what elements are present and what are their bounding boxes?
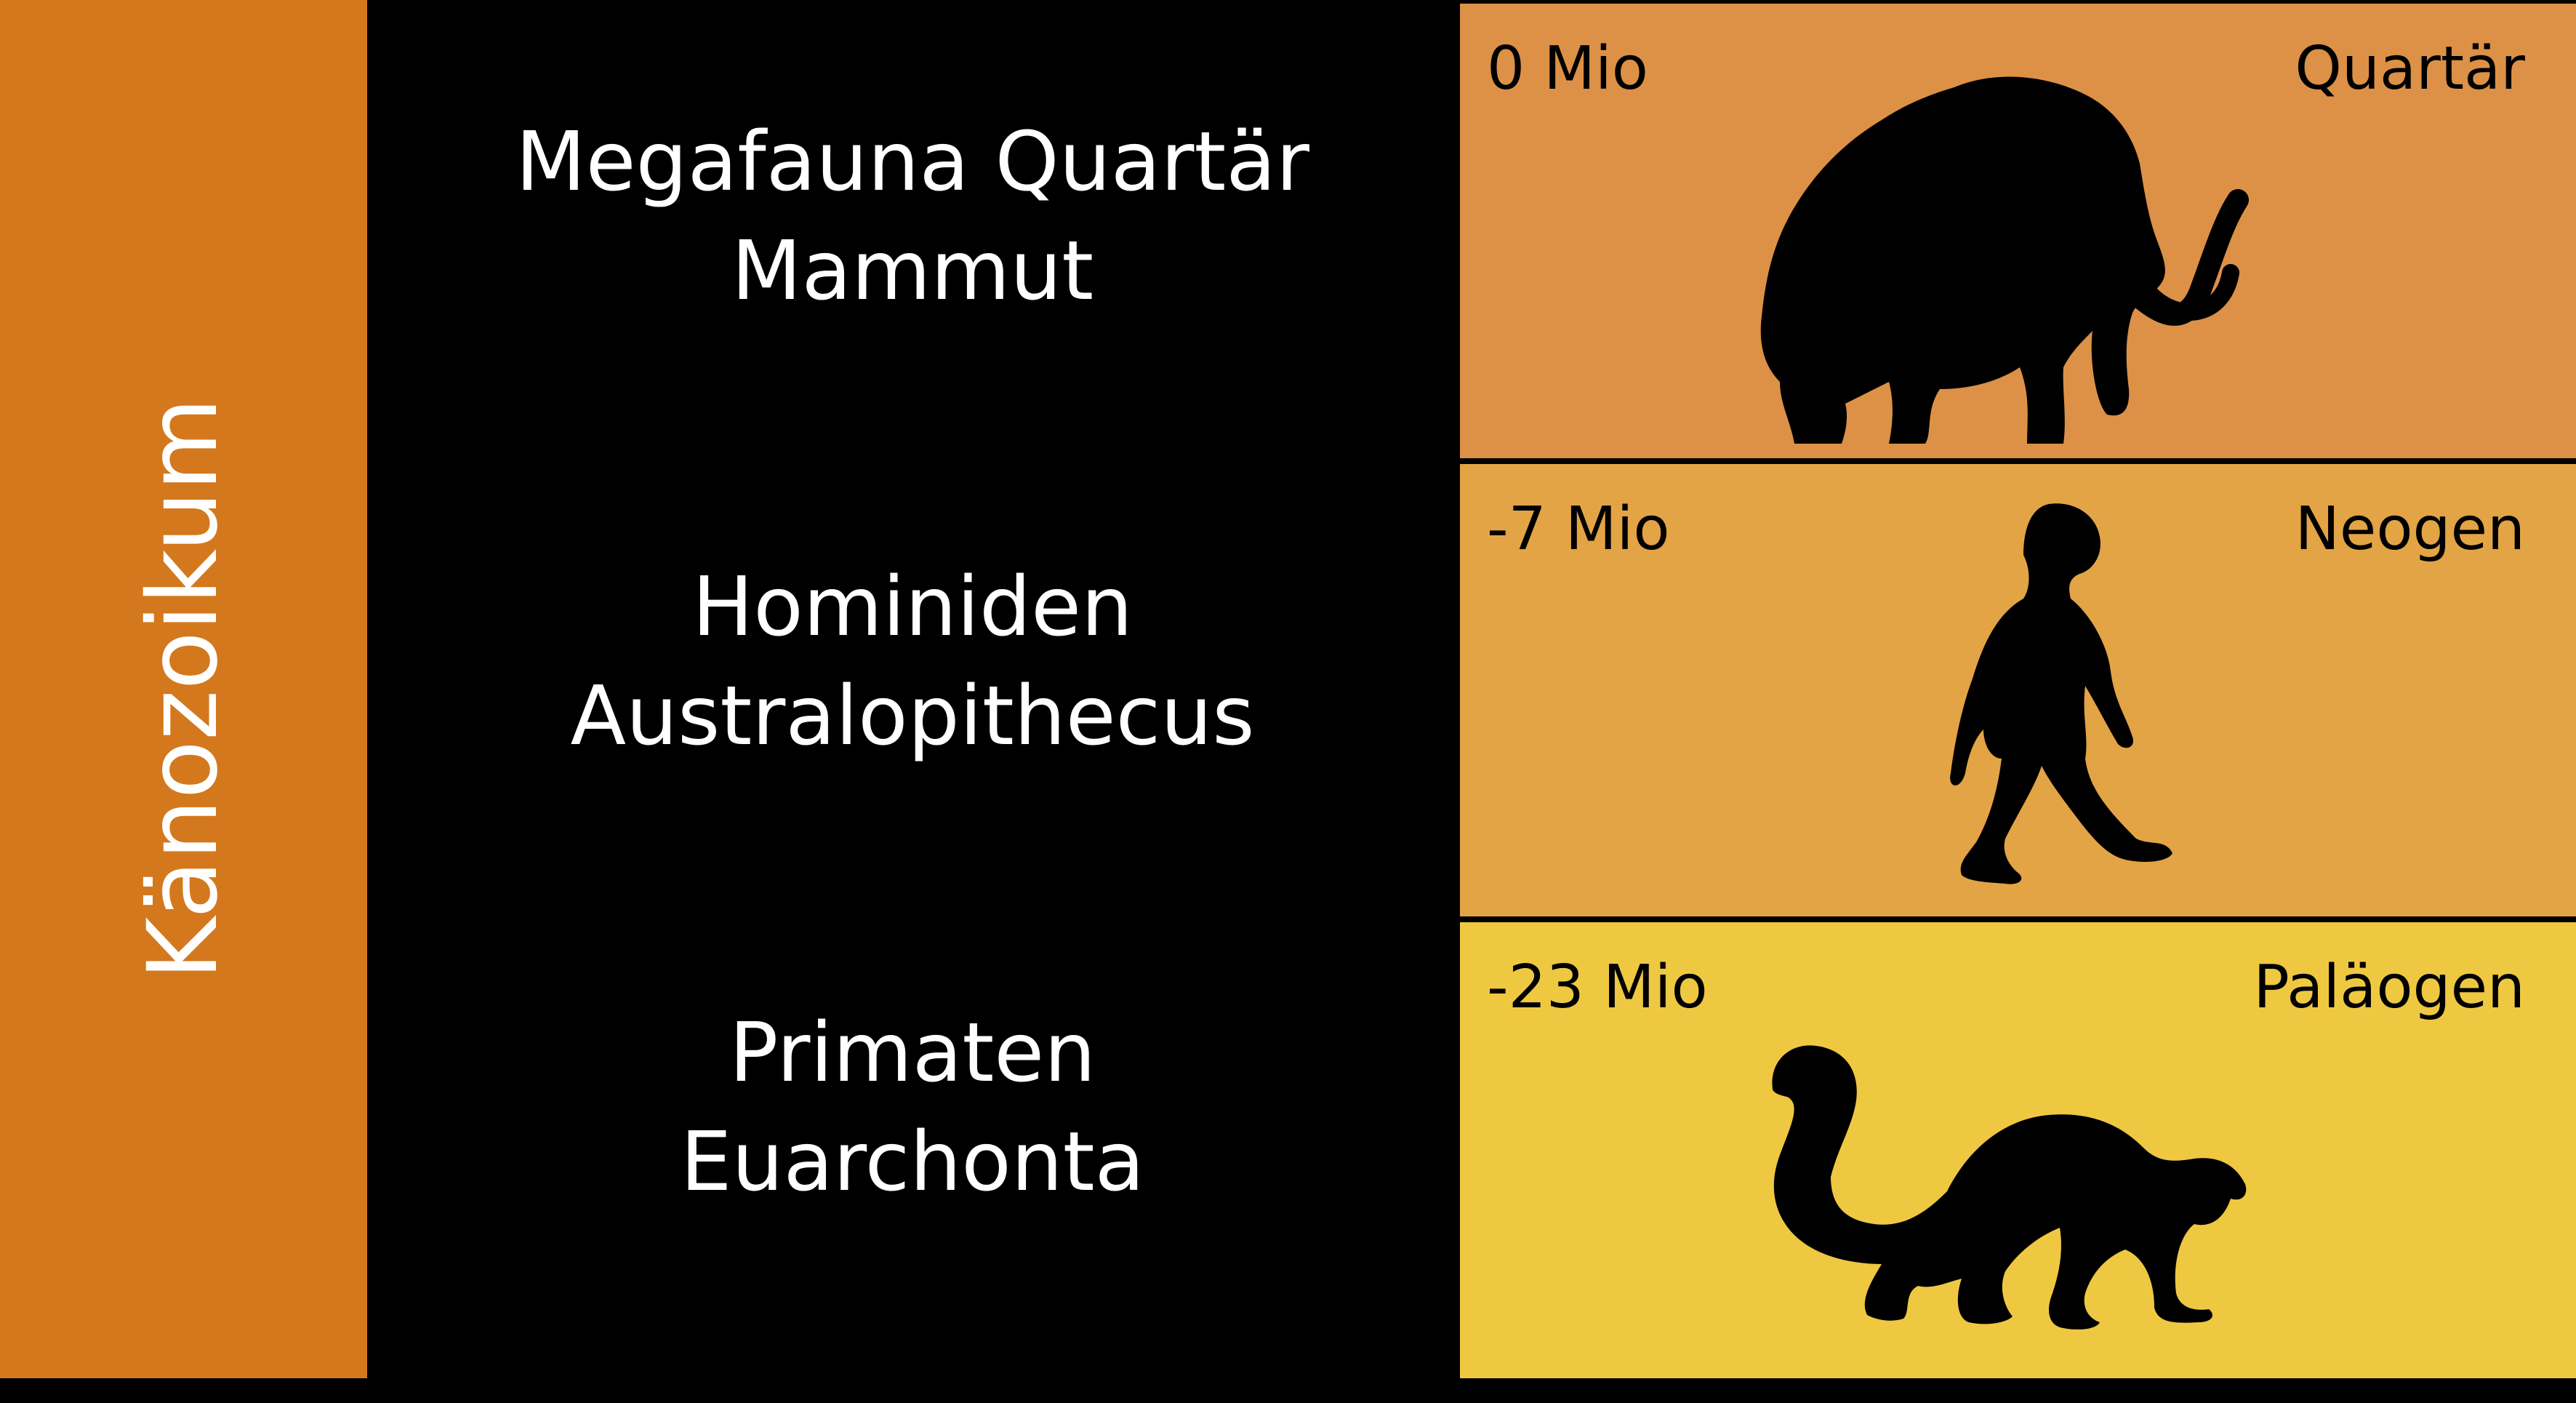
- names-column: Megafauna Quartär Mammut Hominiden Austr…: [367, 0, 1458, 1378]
- mammoth-icon: [1760, 76, 2249, 444]
- period-box-neogen: -7 Mio Neogen: [1460, 464, 2576, 916]
- bottom-bar: [0, 1378, 2576, 1403]
- group-name: Hominiden: [691, 560, 1133, 655]
- taxon-name: Mammut: [731, 224, 1094, 319]
- era-label: Känozoikum: [127, 397, 239, 980]
- period-box-quartar: 0 Mio Quartär: [1460, 4, 2576, 458]
- taxon-name: Australopithecus: [570, 669, 1255, 764]
- row-name-euarchonta: Primaten Euarchonta: [367, 999, 1458, 1217]
- period-label: Neogen: [2295, 495, 2525, 564]
- period-label: Quartär: [2295, 34, 2525, 103]
- row-name-mammut: Megafauna Quartär Mammut: [367, 108, 1458, 326]
- period-box-palaogen: -23 Mio Paläogen: [1460, 922, 2576, 1378]
- group-name: Primaten: [729, 1006, 1096, 1100]
- period-label: Paläogen: [2253, 953, 2525, 1022]
- primate-icon: [1772, 1045, 2247, 1330]
- row-name-australopithecus: Hominiden Australopithecus: [367, 553, 1458, 771]
- group-name: Megafauna Quartär: [515, 115, 1309, 209]
- mio-label: -23 Mio: [1487, 953, 1708, 1022]
- taxon-name: Euarchonta: [680, 1115, 1145, 1210]
- mio-label: -7 Mio: [1487, 495, 1670, 564]
- era-band: Känozoikum: [0, 0, 367, 1378]
- mio-label: 0 Mio: [1487, 34, 1648, 103]
- hominid-icon: [1950, 503, 2172, 884]
